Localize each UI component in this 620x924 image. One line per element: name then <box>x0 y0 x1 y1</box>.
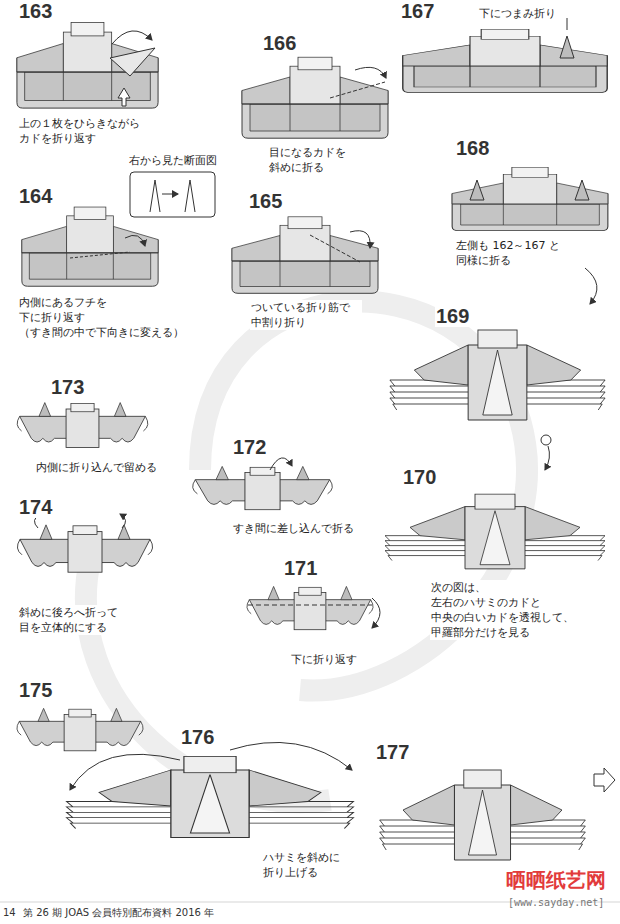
fold-step <box>17 23 158 109</box>
instruction-text: 下につまみ折り <box>478 6 557 21</box>
fold-step <box>390 330 605 420</box>
fold-step <box>385 494 605 569</box>
instruction-text: すき間に差し込んで折る <box>232 521 355 536</box>
fold-step <box>22 207 158 286</box>
step-number: 172 <box>232 436 267 458</box>
instruction-text: 下に折り返す <box>290 652 358 667</box>
step-number: 171 <box>283 557 318 579</box>
step-number: 176 <box>180 726 215 748</box>
next-page-arrow <box>594 768 615 792</box>
fold-step <box>17 525 152 572</box>
fold-step <box>232 217 378 293</box>
fold-step <box>17 708 143 750</box>
instruction-text: 内側にあるフチを 下に折り返す （すき間の中で下向きに変える） <box>18 295 172 340</box>
instruction-text: 次の図は、 左右のハサミのカドと 中央の白いカドを透視して、 甲羅部分だけを見る <box>430 580 582 640</box>
instruction-text: 斜めに後ろへ折って 目を立体的にする <box>18 605 130 635</box>
instruction-text: 内側に折り込んで留める <box>35 460 158 475</box>
instruction-text: 左側も 162～167 と 同様に折る <box>455 238 567 268</box>
step-number: 174 <box>18 496 53 518</box>
instruction-text: 上の１枚をひらきながら カドを折り返す <box>18 116 150 146</box>
step-number: 173 <box>50 376 85 398</box>
step-number: 163 <box>18 0 53 22</box>
step-number: 170 <box>402 466 437 488</box>
instruction-text: 目になるカドを 斜めに折る <box>268 145 355 175</box>
step-number: 167 <box>400 0 435 22</box>
step-number: 177 <box>375 741 410 763</box>
instruction-text: 右から見た断面図 <box>128 153 218 168</box>
fold-step <box>67 757 354 838</box>
watermark: 晒晒纸艺网 <box>505 868 607 892</box>
step-number: 168 <box>455 137 490 159</box>
instruction-text: ついている折り筋で 中割り折り <box>250 300 362 330</box>
instruction-text: ハサミを斜めに 折り上げる <box>262 850 354 880</box>
watermark-url: [www.sayday.net] <box>507 897 605 909</box>
fold-step <box>380 770 586 860</box>
step-number: 165 <box>248 190 283 212</box>
fold-step <box>247 586 373 629</box>
step-number: 175 <box>18 679 53 701</box>
page-footer: 第 26 期 JOAS 会員特別配布資料 2016 年 <box>22 907 215 919</box>
section-view <box>130 172 215 217</box>
page-footer: 14 <box>2 907 17 919</box>
step-number: 169 <box>435 305 470 327</box>
step-number: 164 <box>18 185 53 207</box>
fold-step <box>403 30 607 93</box>
fold-step <box>242 57 388 138</box>
fold-step <box>452 168 608 231</box>
step-number: 166 <box>262 32 297 54</box>
fold-step <box>193 466 333 509</box>
fold-step <box>17 403 148 448</box>
